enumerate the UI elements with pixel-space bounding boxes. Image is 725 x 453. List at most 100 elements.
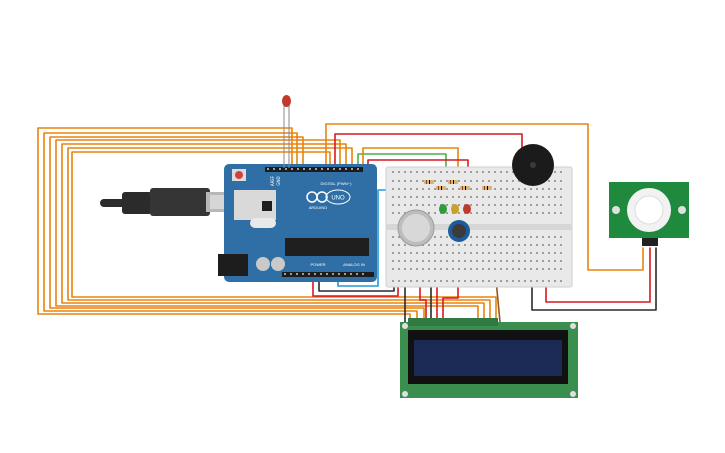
analog-power-pin [308,273,310,275]
analog-power-pin [296,273,298,275]
arduino-uno-board[interactable]: UNO ARDUINO DIGITAL (PWM~) POWER ANALOG … [218,164,377,282]
power-label: POWER [310,262,325,267]
power-rail-hole [494,280,496,282]
lcd-mount-hole-2 [570,323,576,329]
standalone-led[interactable] [282,95,291,168]
breadboard-hole [518,252,520,254]
digital-pin-row[interactable] [267,168,359,170]
lcd-display[interactable] [400,318,578,398]
power-rail-hole [446,280,448,282]
resistor-1 [424,180,434,184]
digital-pin [291,168,293,170]
breadboard-hole [476,212,478,214]
breadboard-hole [536,260,538,262]
power-rail-hole [536,280,538,282]
breadboard-hole [518,260,520,262]
breadboard-hole [392,188,394,190]
power-rail-hole [458,280,460,282]
piezo-buzzer[interactable] [512,144,554,186]
lcd-pin-header [408,318,498,326]
power-rail-hole [434,280,436,282]
breadboard-hole [494,196,496,198]
breadboard-hole [416,180,418,182]
breadboard-hole [512,180,514,182]
breadboard-hole [404,260,406,262]
breadboard-hole [530,188,532,190]
breadboard-hole [470,260,472,262]
gas-sensor[interactable] [397,209,435,247]
led-group[interactable] [439,204,471,214]
breadboard[interactable] [385,166,573,288]
breadboard-hole [470,212,472,214]
breadboard-hole [500,196,502,198]
breadboard-hole [500,244,502,246]
breadboard-hole [434,196,436,198]
breadboard-hole [452,244,454,246]
breadboard-hole [446,204,448,206]
breadboard-hole [482,268,484,270]
power-rail-hole [524,280,526,282]
breadboard-hole [404,204,406,206]
breadboard-hole [434,204,436,206]
power-rail-hole [548,280,550,282]
breadboard-hole [506,260,508,262]
breadboard-hole [422,188,424,190]
analog-power-pin [314,273,316,275]
breadboard-hole [476,188,478,190]
breadboard-hole [506,236,508,238]
breadboard-hole [494,244,496,246]
digital-pin [351,168,353,170]
breadboard-holes [392,171,562,282]
breadboard-hole [560,268,562,270]
breadboard-hole [452,268,454,270]
breadboard-hole [482,212,484,214]
breadboard-hole [440,180,442,182]
power-rail-hole [518,280,520,282]
breadboard-hole [560,196,562,198]
breadboard-hole [416,204,418,206]
power-rail-hole [446,171,448,173]
breadboard-hole [560,180,562,182]
analog-pin-row[interactable] [284,273,364,275]
breadboard-hole [494,268,496,270]
breadboard-hole [560,188,562,190]
breadboard-hole [530,212,532,214]
power-rail-hole [530,280,532,282]
power-rail-hole [398,171,400,173]
uno-label: UNO [331,196,345,202]
breadboard-hole [500,252,502,254]
breadboard-hole [422,196,424,198]
breadboard-hole [512,244,514,246]
breadboard-hole [470,244,472,246]
power-rail-hole [506,171,508,173]
analog-power-pin [344,273,346,275]
breadboard-hole [434,268,436,270]
breadboard-hole [524,260,526,262]
breadboard-hole [494,260,496,262]
breadboard-hole [560,244,562,246]
breadboard-hole [416,196,418,198]
pir-sensor[interactable] [609,182,689,246]
breadboard-hole [404,252,406,254]
breadboard-hole [518,236,520,238]
breadboard-hole [476,260,478,262]
breadboard-hole [500,236,502,238]
breadboard-hole [560,212,562,214]
digital-pin [273,168,275,170]
crystal [250,218,276,228]
breadboard-hole [518,196,520,198]
power-rail-hole [422,171,424,173]
breadboard-hole [554,252,556,254]
breadboard-hole [416,260,418,262]
breadboard-hole [542,204,544,206]
digital-pin [339,168,341,170]
capacitor-2 [271,257,285,271]
resistor-array[interactable] [424,180,492,190]
breadboard-hole [554,212,556,214]
analog-power-pin [338,273,340,275]
breadboard-hole [548,268,550,270]
breadboard-hole [476,204,478,206]
digital-pin [333,168,335,170]
potentiometer[interactable] [448,220,470,242]
power-rail-hole [500,171,502,173]
